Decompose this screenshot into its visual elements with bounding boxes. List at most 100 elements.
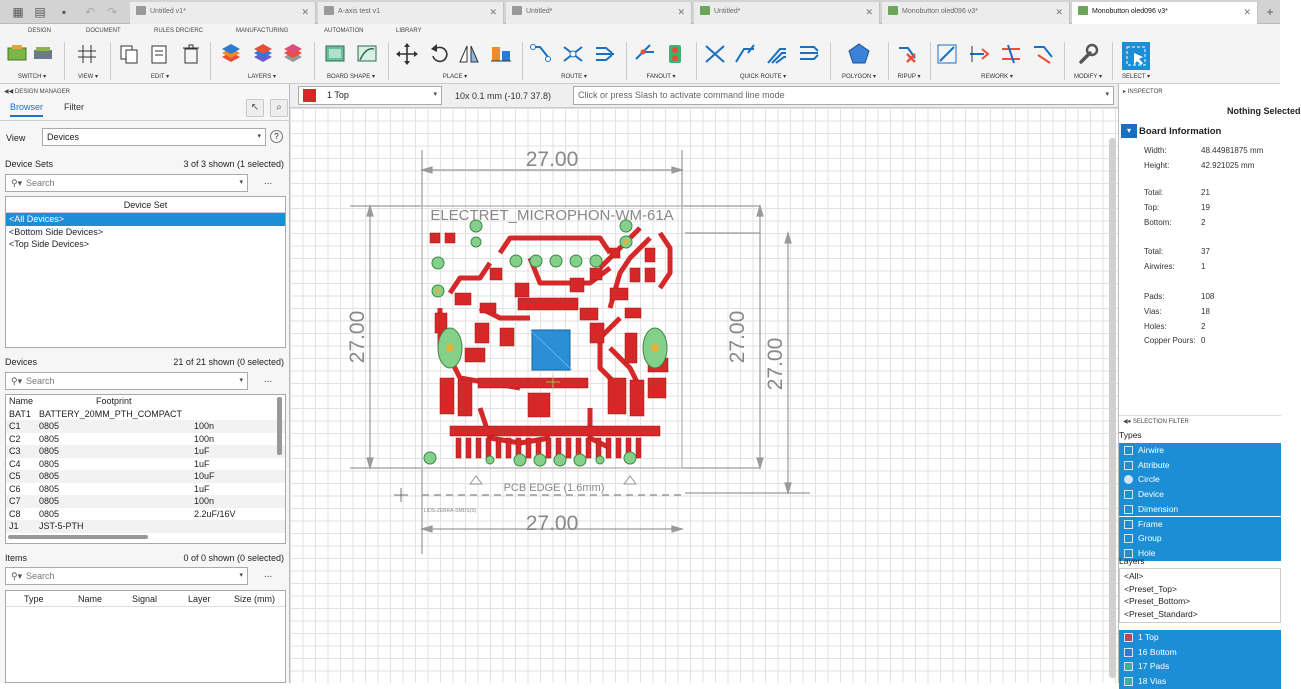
document-tab-bar: ▦ ▤ ▪ ↶ ↷ Untitled v1*✕ A-axis test v1✕ … [0,0,1280,24]
list-item[interactable]: <All> [1124,571,1144,581]
devices-search[interactable]: ⚲▾Search▾ [5,372,248,390]
list-item[interactable]: <Preset_Standard> [1124,608,1198,619]
switch-group[interactable]: SWITCH ▾ [2,40,62,84]
modify-group[interactable]: MODIFY ▾ [1066,40,1110,84]
close-tab-icon[interactable]: ✕ [677,7,685,17]
list-item[interactable]: <Bottom Side Devices> [9,226,104,237]
table-cell-value: 1uF [194,458,210,469]
close-tab-icon[interactable]: ✕ [1055,7,1063,17]
list-item[interactable]: <Top Side Devices> [9,239,90,249]
close-tab-icon[interactable]: ✕ [1243,7,1251,17]
type-filter-attribute[interactable]: Attribute [1119,457,1281,473]
type-filter-hole[interactable]: Hole [1119,545,1281,561]
select-group[interactable]: SELECT ▾ [1114,40,1158,84]
chevron-down-icon[interactable]: ▾ [1121,124,1137,138]
quick-route-group[interactable]: QUICK ROUTE ▾ [698,40,828,84]
type-filter-circle[interactable]: Circle [1119,472,1281,488]
chevron-down-icon: ▾ [672,74,676,80]
more-options-icon[interactable]: ... [264,569,273,580]
redo-icon[interactable]: ↷ [106,5,118,19]
route-group[interactable]: ROUTE ▾ [524,40,624,84]
active-layer-dropdown[interactable]: 1 Top ▾ [298,86,442,105]
tab-filter[interactable]: Filter [64,102,84,112]
type-filter-group[interactable]: Group [1119,531,1281,546]
document-tab-3[interactable]: Untitled*✕ [506,2,692,24]
column-header-size: Size (mm) [234,594,275,604]
list-item[interactable]: <All Devices> [6,213,285,226]
rework-extend-icon [968,42,990,66]
list-item[interactable]: <Preset_Top> [1124,583,1177,594]
close-tab-icon[interactable]: ✕ [489,7,497,17]
table-h-scrollbar[interactable] [8,535,148,539]
more-options-icon[interactable]: ... [264,374,273,385]
polygon-group[interactable]: POLYGON ▾ [832,40,886,84]
document-tab-2[interactable]: A-axis test v1✕ [318,2,504,24]
edit-group[interactable]: EDIT ▾ [112,40,208,84]
more-options-icon[interactable]: ... [264,176,273,187]
pcb-file-icon [888,6,898,15]
board-information-heading: Board Information [1139,126,1222,137]
close-tab-icon[interactable]: ✕ [865,7,873,17]
document-tab-5[interactable]: Monobutton oled096 v3*✕ [882,2,1070,24]
rework-group[interactable]: REWORK ▾ [932,40,1062,84]
close-tab-icon[interactable]: ✕ [301,7,309,17]
type-filter-frame[interactable]: Frame [1119,516,1281,532]
info-value: 108 [1201,292,1215,301]
ribbon-tab-automation[interactable]: AUTOMATION [324,28,364,34]
fanout-group[interactable]: FANOUT ▾ [628,40,694,84]
pointer-tool-icon[interactable]: ↖ [246,99,264,117]
items-search[interactable]: ⚲▾Search▾ [5,567,248,585]
collapse-panel-icon[interactable]: ▸ [1123,89,1128,95]
type-filter-label: Attribute [1138,459,1170,470]
layer-filter-item[interactable]: 1 Top [1119,630,1281,645]
ribbon-tab-design[interactable]: DESIGN [28,28,52,34]
board-shape-group[interactable]: BOARD SHAPE ▾ [316,40,386,84]
type-filter-device[interactable]: Device [1119,487,1281,502]
type-filter-airwire[interactable]: Airwire [1119,443,1281,458]
document-tab-1[interactable]: Untitled v1*✕ [130,2,316,24]
new-tab-icon[interactable]: + [1266,5,1274,19]
command-line-input[interactable]: Click or press Slash to activate command… [573,86,1114,105]
zoom-icon[interactable]: ⌕ [270,99,288,117]
ripup-group[interactable]: RIPUP ▾ [890,40,928,84]
collapse-panel-icon[interactable]: ◀● [1123,419,1133,425]
help-icon[interactable]: ? [270,130,283,143]
table-scrollbar[interactable] [277,397,282,455]
view-group[interactable]: VIEW ▾ [66,40,110,84]
layer-filter-item[interactable]: 17 Pads [1119,659,1281,675]
view-dropdown[interactable]: Devices▾ [42,128,266,146]
layer-filter-item[interactable]: 18 Vias [1119,674,1281,689]
items-label: Items [5,553,28,563]
document-tab-6-active[interactable]: Monobutton oled096 v3*✕ [1072,2,1258,24]
list-item[interactable]: <Preset_Bottom> [1124,596,1191,606]
info-value: 1 [1201,262,1206,271]
file-menu-icon[interactable]: ▤ [34,5,46,19]
save-icon[interactable]: ▪ [61,5,67,19]
layers-group[interactable]: LAYERS ▾ [212,40,312,84]
type-filter-dimension[interactable]: Dimension [1119,501,1281,517]
undo-icon[interactable]: ↶ [84,5,96,19]
collapse-panel-icon[interactable]: ◀◀ [4,89,15,95]
device-sets-search[interactable]: ⚲▾Search▾ [5,174,248,192]
tab-browser[interactable]: Browser [10,102,44,117]
ribbon-tab-document[interactable]: DOCUMENT [86,28,121,34]
ribbon-tab-library[interactable]: LIBRARY [396,28,422,34]
place-group[interactable]: PLACE ▾ [390,40,520,84]
ribbon-tab-manufacturing[interactable]: MANUFACTURING [236,28,289,34]
board-canvas[interactable]: 27.00 27.00 27.00 27.00 27.00 ELECTRET_M… [290,108,1118,683]
grid-menu-icon[interactable]: ▦ [12,5,24,19]
layer-filter-item[interactable]: 16 Bottom [1119,644,1281,660]
ribbon-tab-rules[interactable]: RULES DRC/ERC [154,28,204,34]
canvas-scrollbar[interactable] [1109,138,1116,678]
document-tab-4[interactable]: Untitled*✕ [694,2,880,24]
